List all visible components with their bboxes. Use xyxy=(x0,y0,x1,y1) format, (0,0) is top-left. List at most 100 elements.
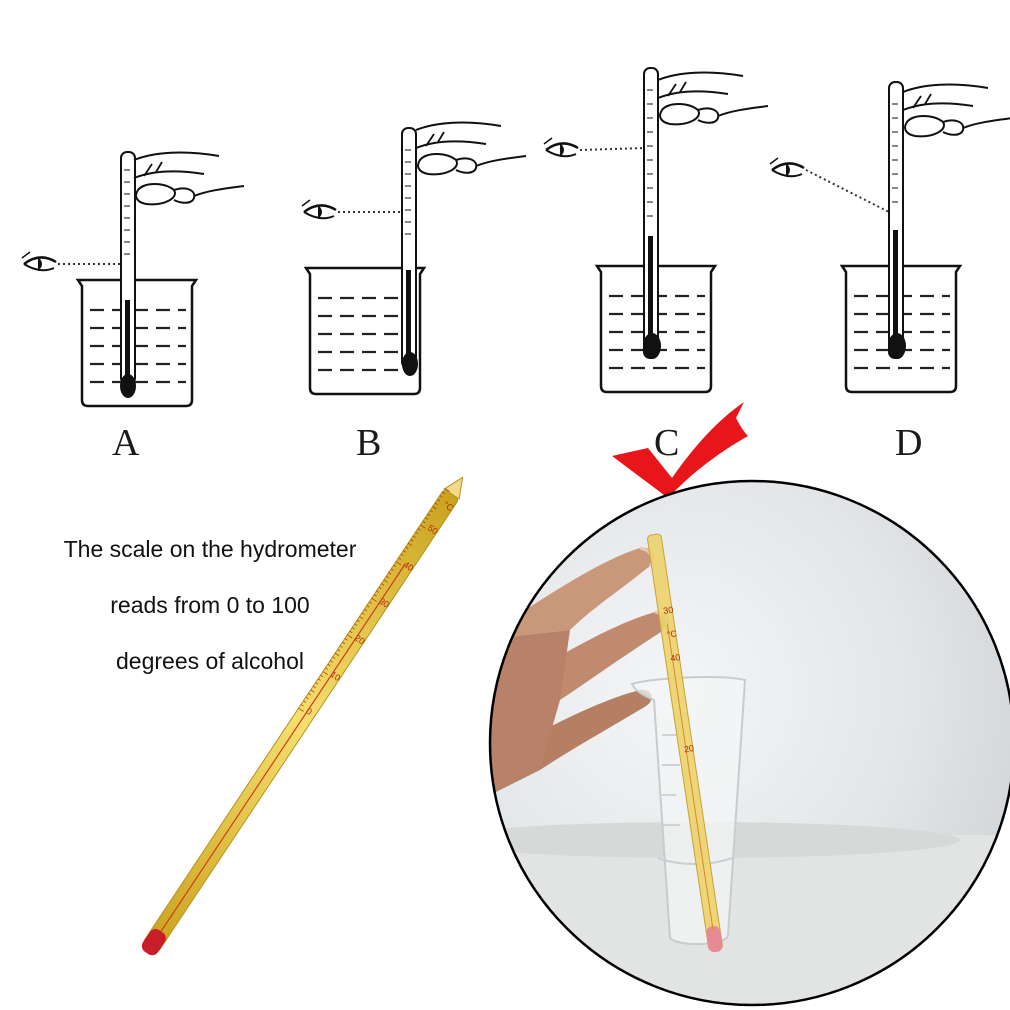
label-d: D xyxy=(895,422,922,464)
scale-tick xyxy=(400,553,404,557)
scale-tick xyxy=(305,696,309,700)
scale-tick xyxy=(395,561,402,566)
scale-tick xyxy=(351,627,355,630)
photo-scale-label-30: 30 xyxy=(663,605,674,616)
scale-tick xyxy=(417,528,421,531)
scale-tick xyxy=(310,689,315,693)
scale-tick xyxy=(303,700,307,703)
scale-tick xyxy=(427,513,431,516)
scale-tick xyxy=(344,638,348,641)
beaker-a xyxy=(76,278,198,408)
option-c: C xyxy=(542,67,769,464)
scale-tick xyxy=(424,517,428,520)
scale-tick xyxy=(342,641,346,645)
scale-label-10: 10 xyxy=(328,669,342,683)
scale-tick xyxy=(332,656,336,659)
scale-tick xyxy=(390,568,394,571)
scale-tick xyxy=(317,678,321,681)
scale-tick xyxy=(415,531,419,535)
photo-hydrometer: 30 °C 40 20 xyxy=(647,533,723,953)
scale-ticks xyxy=(298,487,450,712)
photo-hand xyxy=(490,546,669,800)
label-b: B xyxy=(356,422,381,464)
scale-label-50: 50 xyxy=(426,523,440,537)
scale-tick xyxy=(325,667,329,670)
scale-tick xyxy=(298,707,304,712)
scale-tick xyxy=(388,572,392,575)
eye-icon-c xyxy=(542,136,580,159)
scale-label-30: 30 xyxy=(377,596,391,610)
caption-line-1: The scale on the hydrometer xyxy=(63,536,357,562)
photo-circle: 30 °C 40 20 xyxy=(488,479,1010,1007)
scale-tick xyxy=(386,575,389,579)
scale-tick xyxy=(410,539,414,542)
scale-tick xyxy=(330,660,333,663)
scale-tick xyxy=(437,498,441,502)
eye-icon-a xyxy=(20,250,58,273)
scale-tick xyxy=(376,590,380,593)
thermometer-b xyxy=(401,127,418,376)
hydrometer-bulb xyxy=(141,929,166,956)
eye-icon-d xyxy=(768,156,806,179)
option-d: D xyxy=(768,81,1010,464)
photo-scale-label-40: 40 xyxy=(670,652,681,663)
scale-tick xyxy=(356,619,360,623)
eye-icon-b xyxy=(300,198,338,221)
hand-a xyxy=(133,151,245,206)
hand-c xyxy=(657,71,769,126)
option-b: B xyxy=(300,121,527,464)
scale-tick xyxy=(393,564,397,568)
scale-tick xyxy=(412,535,416,538)
scale-tick xyxy=(354,623,358,626)
caption-line-2: reads from 0 to 100 xyxy=(110,592,310,618)
scale-label-20: 20 xyxy=(353,633,367,647)
scale-tick xyxy=(315,682,319,685)
scale-tick xyxy=(422,520,426,524)
thermometer-c xyxy=(643,67,661,359)
sight-line-c xyxy=(579,147,645,151)
photo-scale-label-20: 20 xyxy=(683,743,694,754)
scale-tick xyxy=(364,608,367,612)
thermometer-a xyxy=(120,151,136,398)
scale-tick xyxy=(381,583,385,586)
scale-tick xyxy=(339,645,343,648)
scale-tick xyxy=(420,524,426,529)
scale-label-0: 0 xyxy=(304,706,314,717)
scale-tick xyxy=(359,616,364,620)
photo-scale-unit: °C xyxy=(666,628,678,639)
scale-tick xyxy=(405,546,409,549)
scale-tick xyxy=(434,502,438,505)
check-mark-icon xyxy=(612,402,748,498)
scale-tick xyxy=(308,693,311,696)
thermometer-d xyxy=(888,81,906,359)
photo-circle-border xyxy=(488,479,1010,1007)
hand-d xyxy=(902,83,1010,138)
scale-tick xyxy=(312,685,316,689)
scale-tick xyxy=(349,630,353,634)
scale-tick xyxy=(429,509,433,513)
scale-tick xyxy=(403,550,406,553)
scale-tick xyxy=(439,495,443,498)
scale-tick xyxy=(368,601,372,604)
scale-tick xyxy=(378,586,382,590)
hand-b xyxy=(415,121,527,176)
scale-tick xyxy=(300,704,304,707)
scale-tick xyxy=(373,594,377,597)
scale-labels: 0 10 20 30 40 50 °C xyxy=(304,499,456,717)
scale-tick xyxy=(371,597,377,602)
scale-tick xyxy=(442,491,445,494)
option-a: A xyxy=(20,151,245,464)
scale-tick xyxy=(334,652,340,656)
sight-line-d xyxy=(805,169,890,213)
caption-line-3: degrees of alcohol xyxy=(116,648,304,674)
scale-tick xyxy=(337,649,341,652)
scale-tick xyxy=(327,663,331,667)
scale-tick xyxy=(322,671,329,676)
label-c: C xyxy=(654,422,679,464)
label-a: A xyxy=(112,422,140,464)
scale-tick xyxy=(407,542,413,546)
scale-tick xyxy=(444,487,450,492)
scale-tick xyxy=(366,605,370,608)
scale-tick xyxy=(361,612,365,615)
